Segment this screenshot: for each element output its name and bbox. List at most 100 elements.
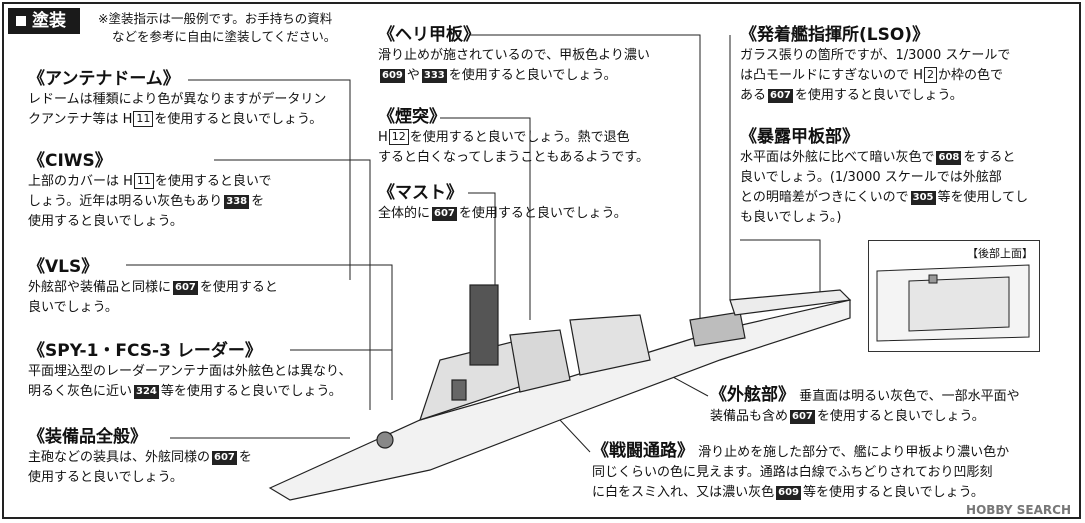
leader-mast — [468, 192, 496, 300]
heli-deck-area — [689, 311, 746, 347]
text-part: 等を使用すると良いでしょう。 — [160, 384, 342, 399]
section-title: 《装備品全般》 — [28, 427, 147, 447]
text-part: を使用すると良いでしょう。 — [154, 112, 323, 127]
text-part: 全体的に — [378, 206, 431, 221]
leader-vls — [126, 264, 393, 400]
section-title: 《マスト》 — [378, 183, 463, 203]
square-icon — [16, 16, 26, 26]
color-code: 607 — [790, 410, 815, 424]
leader-deck — [740, 239, 821, 300]
color-code: 333 — [421, 69, 447, 83]
note-line: ※塗装指示は一般例です。お手持ちの資料 — [98, 11, 333, 26]
text-part: を使用すると良いでしょう。 — [448, 68, 617, 83]
rear-top-view-drawing — [876, 264, 1030, 342]
leader-walkway — [559, 419, 591, 453]
rear-deck — [729, 289, 852, 316]
section-text: ガラス張りの箇所ですが、1/3000 スケールで — [740, 48, 1011, 63]
leader-heli — [470, 34, 701, 330]
text-part: を使用すると良いでしょう。 — [794, 88, 963, 103]
aft-superstructure — [569, 314, 651, 376]
section-header: 塗装 — [8, 8, 80, 34]
mast — [469, 284, 499, 366]
text-part: 外舷部や装備品と同様に — [28, 280, 172, 295]
color-code: 608 — [936, 151, 962, 165]
text-part: 上部のカバーは H — [28, 174, 133, 189]
color-code: 607 — [432, 207, 457, 221]
text-part: 主砲などの装具は、外舷同様の — [28, 450, 211, 465]
section-text: 《外舷部》 垂直面は明るい灰色で、一部水平面や — [710, 384, 1070, 407]
section-text: すると白くなってしまうこともあるようです。 — [378, 150, 650, 165]
section-title: 《戦闘通路》 — [592, 441, 694, 461]
leader-ciws — [214, 159, 371, 410]
leader-antenna — [188, 79, 351, 280]
radar-panel — [451, 379, 467, 401]
color-code: 324 — [134, 385, 159, 399]
section-text: 使用すると良いでしょう。 — [28, 470, 183, 485]
section-spy-radar: 《SPY-1・FCS-3 レーダー》 平面埋込型のレーダーアンテナ面は外舷色とは… — [28, 340, 408, 402]
section-title: 《ヘリ甲板》 — [378, 25, 480, 45]
inset-label: 【後部上面】 — [967, 247, 1033, 260]
text-part: しょう。近年は明るい灰色もあり — [28, 194, 223, 209]
color-code: 607 — [768, 89, 793, 103]
section-text: 平面埋込型のレーダーアンテナ面は外舷色とは異なり、 — [28, 364, 352, 379]
section-title: 《暴露甲板部》 — [740, 127, 859, 147]
section-text: 良いでしょう。 — [28, 300, 118, 315]
color-code: 607 — [173, 281, 198, 295]
section-text: 滑り止めが施されているので、甲板色より濃い — [378, 48, 650, 63]
section-title: 《CIWS》 — [28, 151, 112, 171]
text-part: 装備品も含め — [710, 409, 789, 424]
color-box: 2 — [924, 67, 938, 83]
section-title: 《VLS》 — [28, 257, 99, 277]
section-text: 使用すると良いでしょう。 — [28, 214, 183, 229]
section-text: 同じくらいの色に見えます。通路は白線でふちどりされており凹彫刻 — [592, 465, 993, 480]
text-part: を使用すると — [199, 280, 278, 295]
watermark-logo: HOBBY SEARCH — [966, 503, 1071, 517]
section-title: 《発着艦指揮所(LSO)》 — [740, 25, 930, 45]
color-box: 11 — [133, 173, 154, 189]
text-part: を使用すると良いで — [154, 174, 272, 189]
text-part: か枠の色で — [938, 68, 1004, 83]
section-text: も良いでしょう。) — [740, 210, 842, 225]
text-part: 明るく灰色に近い — [28, 384, 133, 399]
section-antenna: 《アンテナドーム》 レドームは種類により色が異なりますがデータリン クアンテナ等… — [28, 68, 368, 130]
text-part: を — [238, 450, 252, 465]
section-text: 良いでしょう。(1/3000 スケールでは外舷部 — [740, 170, 1002, 185]
section-title: 《SPY-1・FCS-3 レーダー》 — [28, 341, 262, 361]
text-part: 水平面は外舷に比べて暗い灰色で — [740, 150, 935, 165]
header-title: 塗装 — [32, 11, 66, 31]
hull-shape — [268, 299, 851, 501]
text-part: を使用すると良いでしょう。 — [458, 206, 627, 221]
color-code: 609 — [776, 486, 802, 500]
text-part: 滑り止めを施した部分で、艦により甲板より濃い色か — [698, 445, 1010, 460]
color-box: 12 — [388, 129, 409, 145]
color-code: 609 — [380, 69, 405, 83]
text-part: を — [251, 194, 265, 209]
text-part: をすると — [963, 150, 1016, 165]
text-part: を使用すると良いでしょう。熱で退色 — [409, 130, 630, 145]
color-box: 11 — [133, 111, 154, 127]
text-part: ある — [740, 88, 767, 103]
section-title: 《アンテナドーム》 — [28, 69, 180, 89]
section-title: 《外舷部》 — [710, 385, 795, 405]
painting-note: ※塗装指示は一般例です。お手持ちの資料 などを参考に自由に塗装してください。 — [98, 10, 336, 46]
text-part: に白をスミ入れ、又は濃い灰色 — [592, 485, 775, 500]
